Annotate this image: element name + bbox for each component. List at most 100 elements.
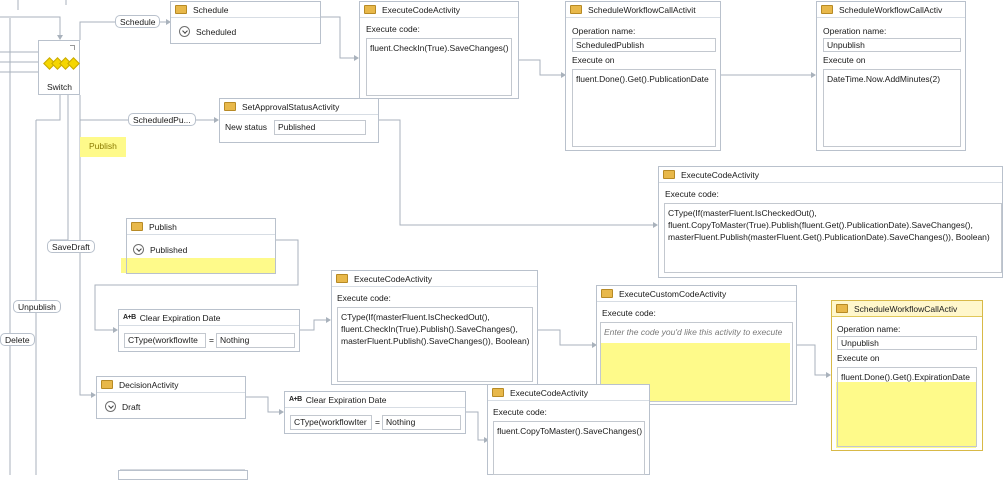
assign-target-field[interactable]: CType(workflowIte (124, 333, 206, 348)
assign-icon: A+B (289, 396, 302, 403)
execute-code-copy-master[interactable]: ExecuteCodeActivity Execute code: fluent… (487, 384, 650, 475)
assign-value-field[interactable]: Nothing (382, 415, 461, 430)
operation-name-field[interactable]: Unpublish (823, 38, 961, 52)
folder-icon (175, 5, 187, 14)
chevron-down-icon[interactable] (105, 401, 116, 412)
new-status-label: New status (225, 122, 268, 132)
activity-title: ScheduleWorkflowCallActiv (854, 303, 958, 314)
execute-code-editor[interactable]: CType(If(masterFluent.IsCheckedOut(), fl… (337, 307, 533, 382)
state-value: Draft (122, 401, 141, 412)
activity-title: ExecuteCustomCodeActivity (619, 288, 727, 299)
new-status-field[interactable]: Published (274, 120, 366, 135)
execute-code-label: Execute code: (665, 189, 719, 199)
execute-on-label: Execute on (837, 353, 880, 363)
folder-icon (364, 5, 376, 14)
highlight-publish-state (121, 258, 276, 273)
execute-on-editor[interactable]: fluent.Done().Get().ExpirationDate (837, 367, 977, 447)
folder-icon (570, 5, 582, 14)
state-value: Scheduled (196, 26, 237, 37)
operation-name-label: Operation name: (837, 324, 901, 334)
execute-code-editor[interactable]: fluent.CheckIn(True).SaveChanges() (366, 38, 512, 96)
expand-corner-icon (70, 45, 75, 50)
schedule-workflow-call-1[interactable]: ScheduleWorkflowCallActivit Operation na… (565, 1, 721, 151)
decision-activity[interactable]: DecisionActivity Draft (96, 376, 246, 419)
assign-value-field[interactable]: Nothing (216, 333, 295, 348)
highlight-publish-label (80, 137, 126, 157)
activity-title: Publish (149, 221, 177, 232)
execute-on-label: Execute on (572, 55, 615, 65)
operation-name-field[interactable]: ScheduledPublish (572, 38, 716, 52)
custom-code-editor[interactable]: Enter the code you'd like this activity … (600, 322, 793, 402)
execute-custom-code-activity[interactable]: ExecuteCustomCodeActivity Execute code: … (596, 285, 797, 405)
case-label-delete[interactable]: Delete (0, 333, 35, 346)
execute-on-label: Execute on (823, 55, 866, 65)
switch-activity[interactable]: Switch (38, 40, 80, 95)
assign-operator: = (209, 335, 214, 345)
case-label-schedule[interactable]: Schedule (115, 15, 161, 28)
code-line: CType(If(masterFluent.IsCheckedOut(), (668, 208, 817, 218)
execute-code-label: Execute code: (366, 24, 420, 34)
execute-code-publish-master[interactable]: ExecuteCodeActivity Execute code: CType(… (658, 166, 1003, 278)
activity-title: ScheduleWorkflowCallActiv (839, 4, 943, 15)
state-value: Published (150, 244, 188, 255)
activity-title: ExecuteCodeActivity (681, 169, 759, 180)
execute-code-checkin[interactable]: ExecuteCodeActivity Execute code: fluent… (359, 1, 519, 99)
chevron-down-icon[interactable] (179, 26, 190, 37)
activity-title: ExecuteCodeActivity (510, 387, 588, 398)
assign-operator: = (375, 417, 380, 427)
case-label-publish[interactable]: Publish (89, 141, 117, 151)
execute-code-label: Execute code: (493, 407, 547, 417)
folder-icon (821, 5, 833, 14)
case-label-save-draft[interactable]: SaveDraft (47, 240, 95, 253)
folder-icon (601, 289, 613, 298)
assign-icon: A+B (123, 314, 136, 321)
schedule-state-activity[interactable]: Schedule Scheduled (170, 1, 321, 44)
execute-code-editor[interactable]: CType(If(masterFluent.IsCheckedOut(), fl… (664, 203, 1002, 273)
code-line: fluent.CheckIn(True).Publish().SaveChang… (341, 324, 518, 334)
folder-icon (336, 274, 348, 283)
activity-title: ExecuteCodeActivity (382, 4, 460, 15)
operation-name-label: Operation name: (823, 26, 887, 36)
folder-icon (492, 388, 504, 397)
execute-code-checkin-publish[interactable]: ExecuteCodeActivity Execute code: CType(… (331, 270, 538, 385)
chevron-down-icon[interactable] (133, 244, 144, 255)
partial-activity-bottom[interactable] (118, 470, 248, 480)
code-line: CType(If(masterFluent.IsCheckedOut(), (341, 312, 490, 322)
activity-title: Clear Expiration Date (305, 394, 387, 405)
activity-title: SetApprovalStatusActivity (242, 101, 340, 112)
highlight-swf-call-3 (836, 382, 976, 448)
case-label-unpublish[interactable]: Unpublish (13, 300, 61, 313)
folder-icon (131, 222, 143, 231)
execute-code-label: Execute code: (602, 308, 656, 318)
code-line: DateTime.Now.AddMinutes(2) (827, 74, 941, 84)
execute-on-editor[interactable]: fluent.Done().Get().PublicationDate (572, 69, 716, 147)
set-approval-status-activity[interactable]: SetApprovalStatusActivity New status Pub… (219, 98, 379, 143)
code-placeholder: Enter the code you'd like this activity … (604, 327, 783, 337)
folder-icon (101, 380, 113, 389)
assign-target-field[interactable]: CType(workflowIter (290, 415, 372, 430)
code-line: fluent.CheckIn(True).SaveChanges() (370, 43, 509, 53)
operation-name-field[interactable]: Unpublish (837, 336, 977, 350)
code-line: fluent.Done().Get().ExpirationDate (841, 372, 970, 382)
activity-title: Schedule (193, 4, 229, 15)
schedule-workflow-call-2[interactable]: ScheduleWorkflowCallActiv Operation name… (816, 1, 966, 151)
switch-diamond-icon (43, 57, 80, 70)
activity-title: Clear Expiration Date (139, 312, 221, 323)
execute-code-editor[interactable]: fluent.CopyToMaster().SaveChanges() (493, 421, 645, 475)
folder-icon (663, 170, 675, 179)
folder-icon (836, 304, 848, 313)
folder-icon (224, 102, 236, 111)
code-line: fluent.Done().Get().PublicationDate (576, 74, 709, 84)
code-line: fluent.CopyToMaster().SaveChanges() (497, 426, 643, 436)
case-label-scheduled-publish[interactable]: ScheduledPu... (128, 113, 196, 126)
operation-name-label: Operation name: (572, 26, 636, 36)
code-line: masterFluent.Publish(masterFluent.Get().… (668, 232, 990, 242)
activity-title: ScheduleWorkflowCallActivit (588, 4, 696, 15)
code-line: masterFluent.Publish().SaveChanges()), B… (341, 336, 530, 346)
schedule-workflow-call-3[interactable]: ScheduleWorkflowCallActiv Operation name… (831, 300, 983, 451)
execute-on-editor[interactable]: DateTime.Now.AddMinutes(2) (823, 69, 961, 147)
publish-state-activity[interactable]: Publish Published (126, 218, 276, 274)
code-line: fluent.CopyToMaster(True).Publish(fluent… (668, 220, 973, 230)
